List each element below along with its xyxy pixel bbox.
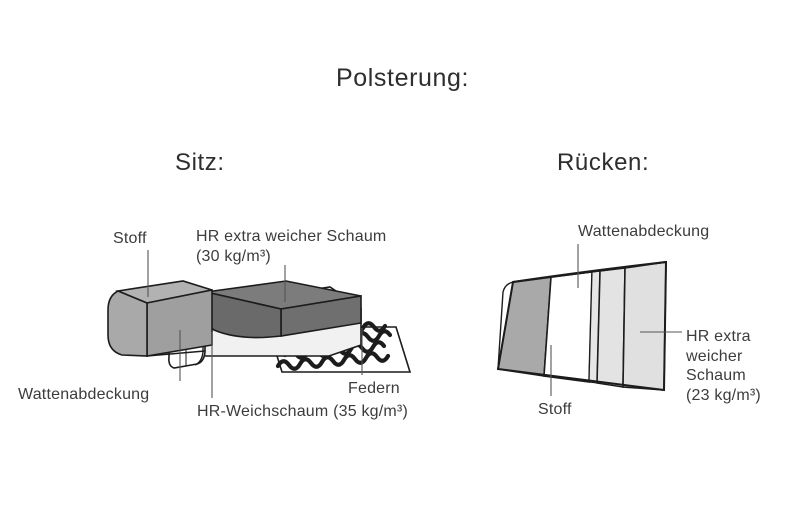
label-wadding-seat: Wattenabdeckung — [18, 386, 150, 403]
backrest-top-edge — [512, 261, 667, 283]
seat-fabric-group — [107, 280, 213, 357]
seat-leader-lines — [147, 250, 363, 398]
backrest-left-edge — [497, 281, 514, 370]
backrest-foam-band-b — [622, 261, 667, 391]
backrest-group — [496, 260, 668, 392]
seat-top-foam-group — [203, 280, 362, 339]
label-foam-back-line1: HR extra — [686, 328, 751, 345]
spring-wire — [275, 351, 391, 371]
label-wadding-back: Wattenabdeckung — [578, 223, 710, 240]
label-top-foam-seat-line2: (30 kg/m³) — [196, 247, 271, 265]
label-top-foam-seat-line1: HR extra weicher Schaum — [196, 228, 387, 245]
label-springs: Federn — [348, 380, 400, 397]
label-fabric-back: Stoff — [538, 401, 572, 418]
page-title: Polsterung: — [336, 64, 470, 92]
label-core-foam-seat: HR-Weichschaum (35 kg/m³) — [197, 403, 408, 420]
label-foam-back-line3: Schaum — [686, 367, 746, 385]
section-heading-seat: Sitz: — [175, 149, 225, 176]
backrest-foam-band-a — [596, 267, 626, 388]
backrest-leader-lines — [550, 244, 682, 396]
section-heading-back: Rücken: — [557, 149, 650, 176]
fabric-front-face — [107, 290, 148, 357]
label-foam-back-line4: (23 kg/m³) — [686, 386, 761, 404]
label-foam-back-line2: weicher — [686, 347, 743, 365]
fabric-bottom-edge — [146, 350, 206, 357]
label-fabric-seat: Stoff — [113, 230, 147, 247]
label-top-foam-seat: HR extra weicher Schaum (30 kg/m³) — [196, 227, 386, 266]
